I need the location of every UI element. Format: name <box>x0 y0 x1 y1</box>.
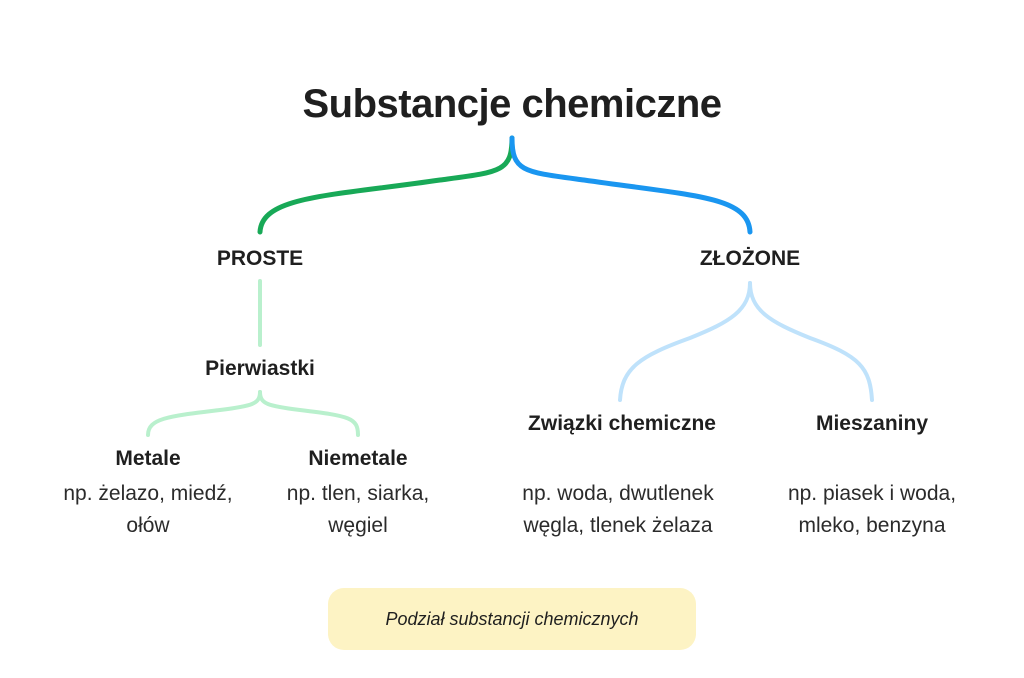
subcategory-mieszaniny: Mieszaniny <box>815 412 929 435</box>
subcategory-metale: Metale <box>115 447 181 470</box>
caption-text: Podział substancji chemicznych <box>385 608 639 629</box>
pierwiastki-brace-right <box>258 390 360 437</box>
example-line: ołów <box>126 514 170 537</box>
diagram-title: Substancje chemiczne <box>302 82 722 126</box>
example-metale: np. żelazo, miedź, ołów <box>63 478 232 542</box>
zlozone-brace-right <box>748 281 874 402</box>
example-line: mleko, benzyna <box>798 514 946 537</box>
example-line: np. woda, dwutlenek <box>522 482 714 505</box>
title-brace-right <box>509 135 753 235</box>
example-mieszaniny: np. piasek i woda, mleko, benzyna <box>788 478 956 542</box>
pierwiastki-brace-left <box>146 390 262 437</box>
example-line: np. tlen, siarka, <box>286 482 430 505</box>
example-niemetale: np. tlen, siarka, węgiel <box>287 478 429 542</box>
caption-box: Podział substancji chemicznych <box>328 588 696 650</box>
example-line: węgiel <box>328 514 388 537</box>
subcategory-pierwiastki: Pierwiastki <box>205 357 315 380</box>
subcategory-niemetale: Niemetale <box>308 447 408 470</box>
subcategory-zwiazki-chemiczne: Związki chemiczne <box>528 412 716 435</box>
example-line: np. piasek i woda, <box>787 482 957 505</box>
title-brace-left <box>257 135 515 235</box>
example-line: węgla, tlenek żelaza <box>523 514 713 537</box>
category-zlozone: ZŁOŻONE <box>699 247 801 270</box>
zlozone-brace-left <box>618 281 752 402</box>
example-line: np. żelazo, miedź, <box>63 482 233 505</box>
category-proste: PROSTE <box>216 247 304 270</box>
example-zwiazki-chemiczne: np. woda, dwutlenek węgla, tlenek żelaza <box>522 478 713 542</box>
